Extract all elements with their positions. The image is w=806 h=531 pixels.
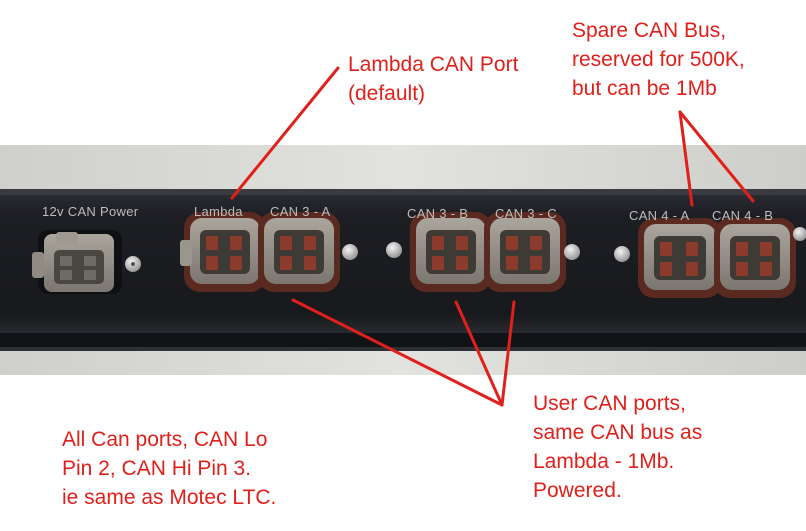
connector-can4b xyxy=(714,218,806,298)
pointer-lambda xyxy=(230,66,340,200)
label-can3b: CAN 3 - B xyxy=(407,206,469,221)
connector-lambda xyxy=(180,212,266,292)
connector-can3a xyxy=(258,212,358,292)
connector-can3c xyxy=(484,212,580,292)
annotation-spare-bus: Spare CAN Bus, reserved for 500K, but ca… xyxy=(572,19,745,100)
pointer-user-b xyxy=(454,300,504,407)
annotation-all-ports: All Can ports, CAN Lo Pin 2, CAN Hi Pin … xyxy=(62,428,277,509)
pointer-spare-a xyxy=(678,110,694,207)
annotation-lambda-port: Lambda CAN Port (default) xyxy=(348,53,519,105)
label-can3a: CAN 3 - A xyxy=(270,204,331,219)
pointer-user-c xyxy=(500,300,516,407)
pointer-lines xyxy=(230,66,755,407)
label-can4b: CAN 4 - B xyxy=(712,208,774,223)
label-can4a: CAN 4 - A xyxy=(629,208,690,223)
connector-can3b xyxy=(386,212,492,292)
label-12v-can-power: 12v CAN Power xyxy=(42,204,139,219)
pointer-user-a xyxy=(291,298,504,407)
power-connector xyxy=(32,230,141,294)
label-lambda: Lambda xyxy=(194,204,243,219)
pointer-spare-b xyxy=(678,110,755,203)
connector-can4a xyxy=(614,218,722,298)
annotation-user-ports: User CAN ports, same CAN bus as Lambda -… xyxy=(533,392,703,502)
label-can3c: CAN 3 - C xyxy=(495,206,557,221)
